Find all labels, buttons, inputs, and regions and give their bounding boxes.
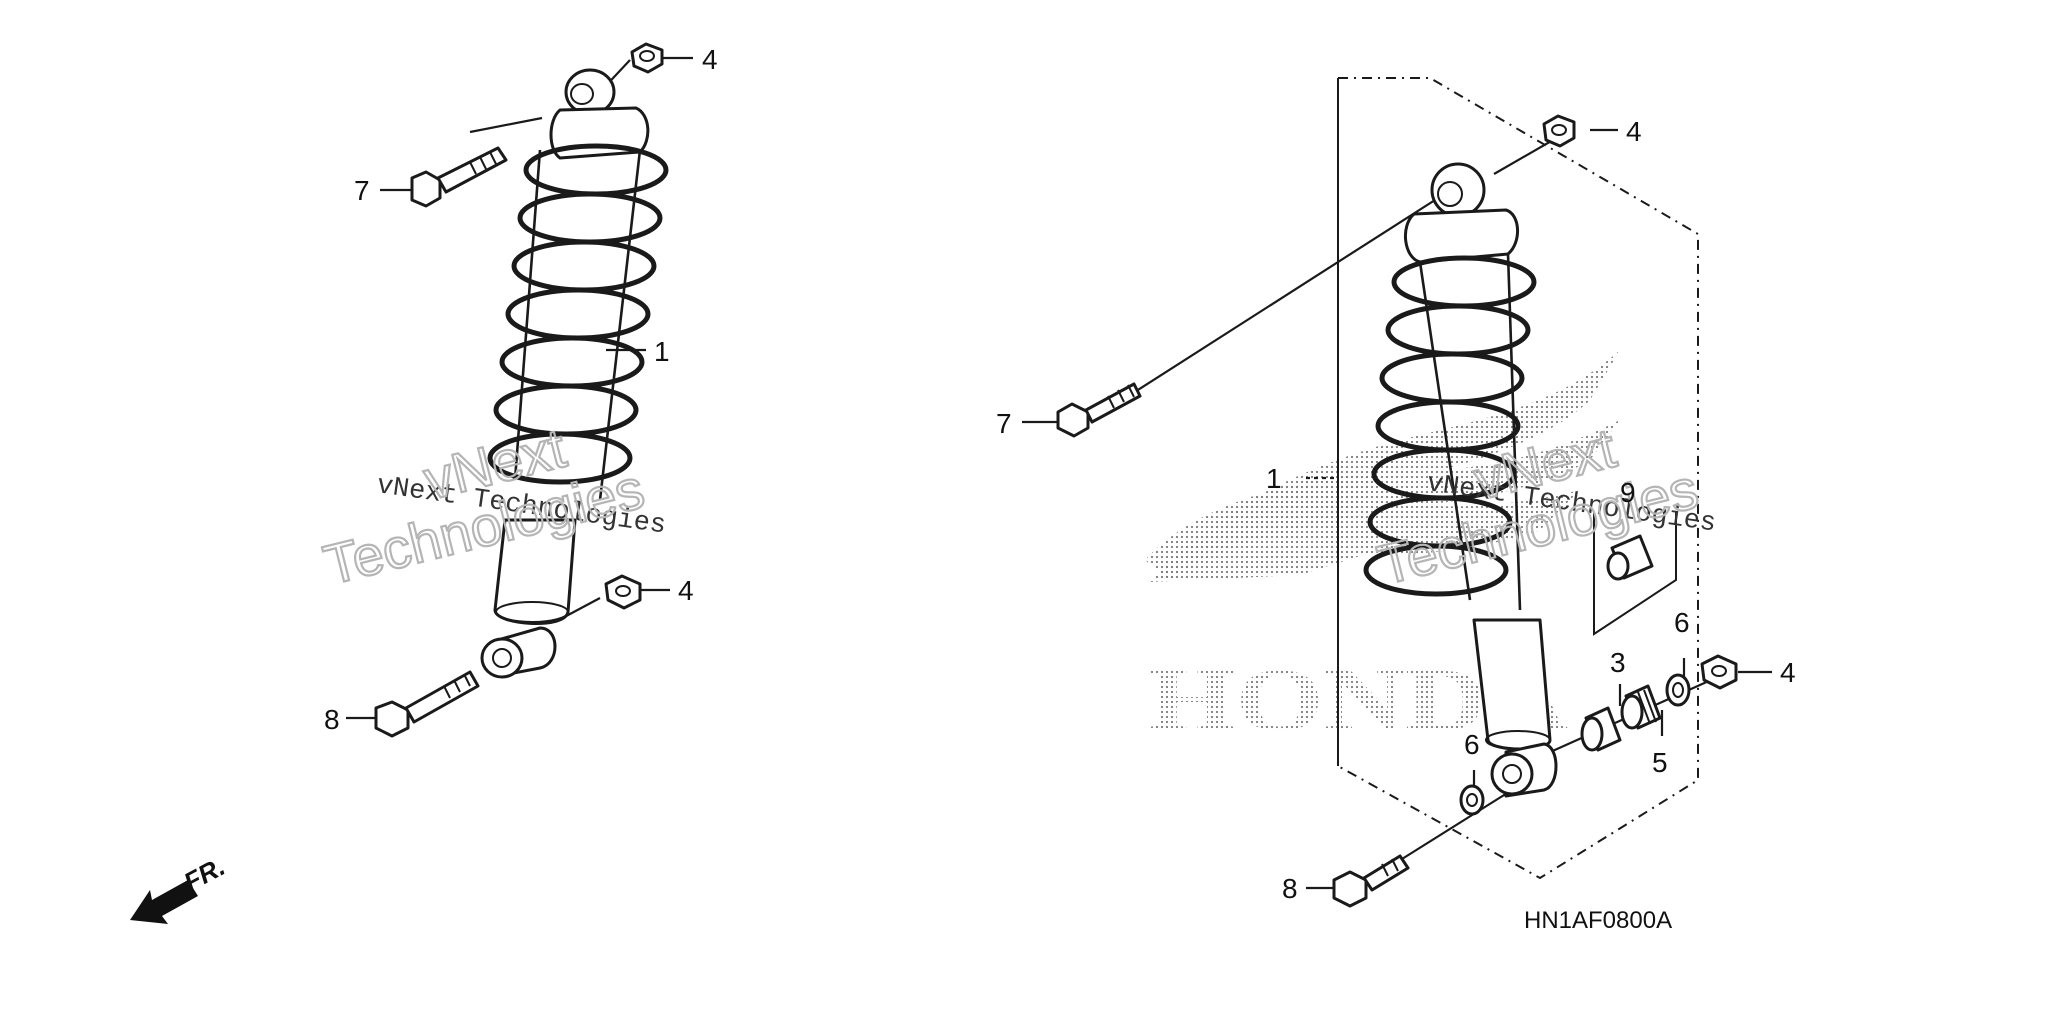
bearing-5: [1620, 684, 1662, 730]
callout-right-6-upper: 6: [1674, 607, 1690, 638]
nut-bottom-left: [604, 574, 642, 610]
callout-right-8: 8: [1282, 873, 1298, 904]
nut-top-right: [1542, 114, 1576, 148]
bolt-7-right: [1056, 382, 1142, 438]
callout-right-7: 7: [996, 408, 1012, 439]
right-shock-assembly: [1022, 77, 1772, 908]
left-shock-assembly: [346, 42, 693, 738]
leader-left-7-to-eye: [469, 116, 543, 134]
bolt-8-right: [1332, 854, 1410, 908]
callout-right-4-side: 4: [1780, 657, 1796, 688]
callout-left-1: 1: [654, 336, 670, 367]
wing-logo-left: [1145, 470, 1380, 580]
callout-left-7: 7: [354, 175, 370, 206]
callout-right-9: 9: [1620, 477, 1636, 508]
front-arrow-icon: [130, 880, 198, 924]
callout-right-4-top: 4: [1626, 116, 1642, 147]
shock-absorber-left: [480, 68, 669, 679]
callout-left-8: 8: [324, 704, 340, 735]
shock-absorber-right: [1363, 162, 1558, 798]
washer-6-upper: [1665, 673, 1691, 707]
bolt-8-left: [374, 670, 480, 738]
nut-top-left: [630, 42, 664, 74]
front-direction-indicator: FR.: [130, 851, 230, 924]
bushing-3: [1580, 706, 1622, 752]
callout-left-4-top: 4: [702, 44, 718, 75]
callout-right-6-lower: 6: [1464, 729, 1480, 760]
diagram-code: HN1AF0800A: [1524, 907, 1672, 934]
callout-right-1: 1: [1266, 463, 1282, 494]
washer-6-lower: [1459, 784, 1485, 816]
callouts: 4 7 1 4 8 4 7 1 9 6 3 4 5 6 8: [324, 44, 1796, 904]
collar-9-box: [1593, 512, 1677, 636]
callout-left-4-bottom: 4: [678, 575, 694, 606]
nut-side-right: [1700, 654, 1738, 690]
bolt-7-left: [410, 146, 508, 208]
leader-right-7: [1115, 183, 1461, 405]
callout-right-3: 3: [1610, 647, 1626, 678]
callout-right-5: 5: [1652, 747, 1668, 778]
